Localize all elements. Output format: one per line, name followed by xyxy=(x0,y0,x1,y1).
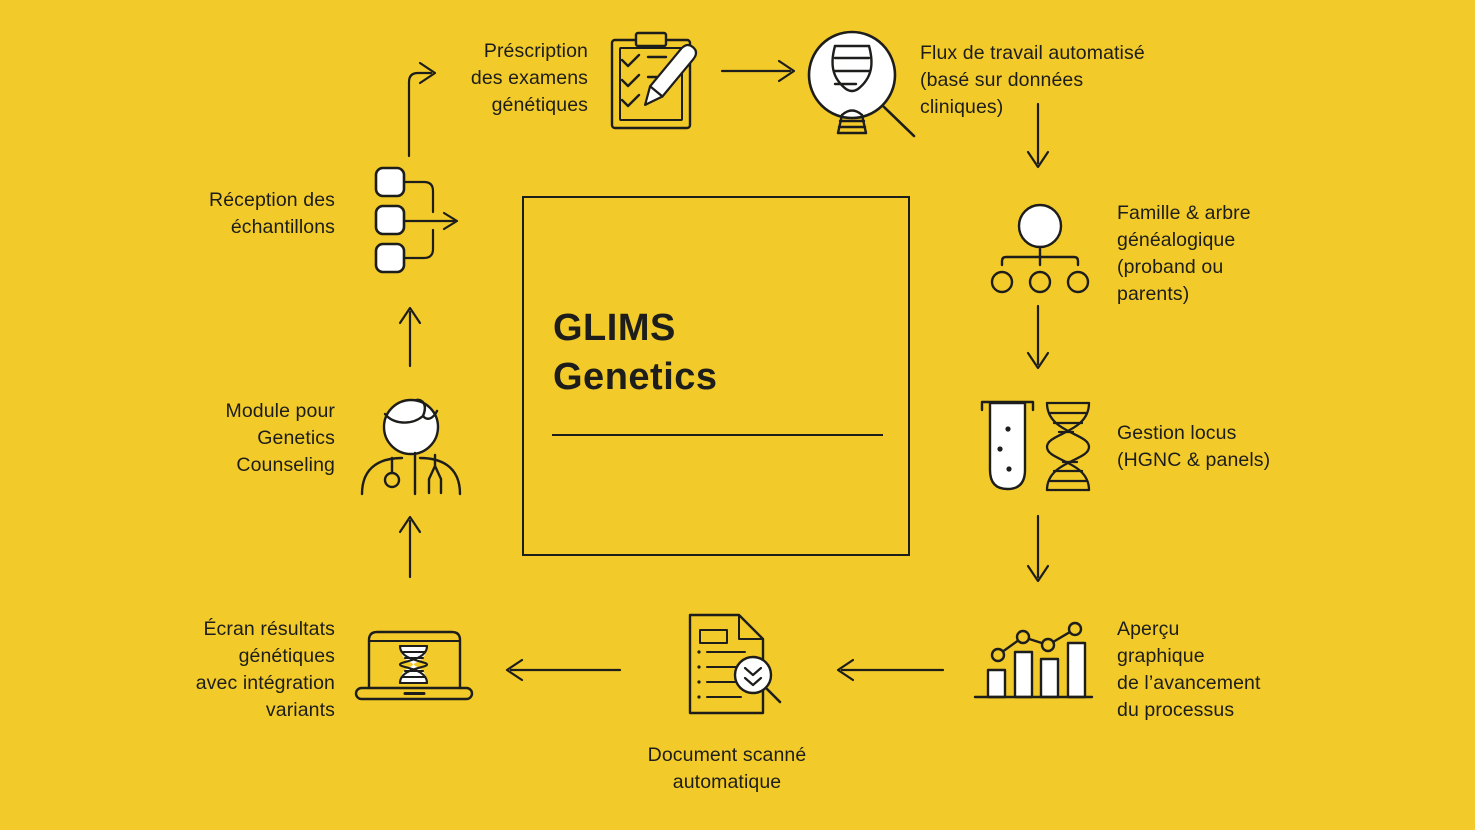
arrow-progress-to-document xyxy=(836,658,945,682)
dna-magnifier-icon xyxy=(807,30,916,138)
arrow-document-to-results xyxy=(505,658,622,682)
step-label-counseling-module: Module pour Genetics Counseling xyxy=(225,400,335,476)
step-label-progress-overview: Aperçu graphique de l’avancement du proc… xyxy=(1117,618,1261,721)
sample-sorting-icon xyxy=(374,166,459,274)
clipboard-pencil-icon xyxy=(610,31,698,130)
diagram-title: GLIMS Genetics xyxy=(553,307,718,398)
arrow-reception-to-prescription xyxy=(407,61,437,158)
arrow-counseling-to-reception xyxy=(398,306,422,368)
step-label-prescription: Préscription des examens génétiques xyxy=(470,40,588,116)
test-tube-dna-icon xyxy=(980,400,1091,492)
scanned-document-icon xyxy=(688,613,782,715)
step-label-automated-workflow: Flux de travail automatisé (basé sur don… xyxy=(920,42,1145,118)
arrow-family-to-locus xyxy=(1026,304,1050,370)
step-label-sample-reception: Réception des échantillons xyxy=(209,189,335,238)
counselor-icon xyxy=(360,398,462,496)
center-title-box: GLIMS Genetics xyxy=(522,196,910,556)
title-underline xyxy=(552,434,883,436)
step-label-family-pedigree: Famille & arbre généalogique (proband ou… xyxy=(1117,202,1251,305)
laptop-dna-icon xyxy=(354,630,474,701)
bar-chart-icon xyxy=(973,621,1094,699)
step-label-locus-management: Gestion locus (HGNC & panels) xyxy=(1117,422,1271,471)
arrow-workflow-to-family xyxy=(1026,102,1050,169)
arrow-locus-to-progress xyxy=(1026,514,1050,583)
step-label-scanned-document: Document scanné automatique xyxy=(647,744,807,793)
step-label-results-screen: Écran résultats génétiques avec intégrat… xyxy=(195,618,335,721)
arrow-results-to-counseling xyxy=(398,515,422,579)
family-tree-icon xyxy=(990,203,1090,294)
arrow-prescription-to-workflow xyxy=(720,59,796,83)
